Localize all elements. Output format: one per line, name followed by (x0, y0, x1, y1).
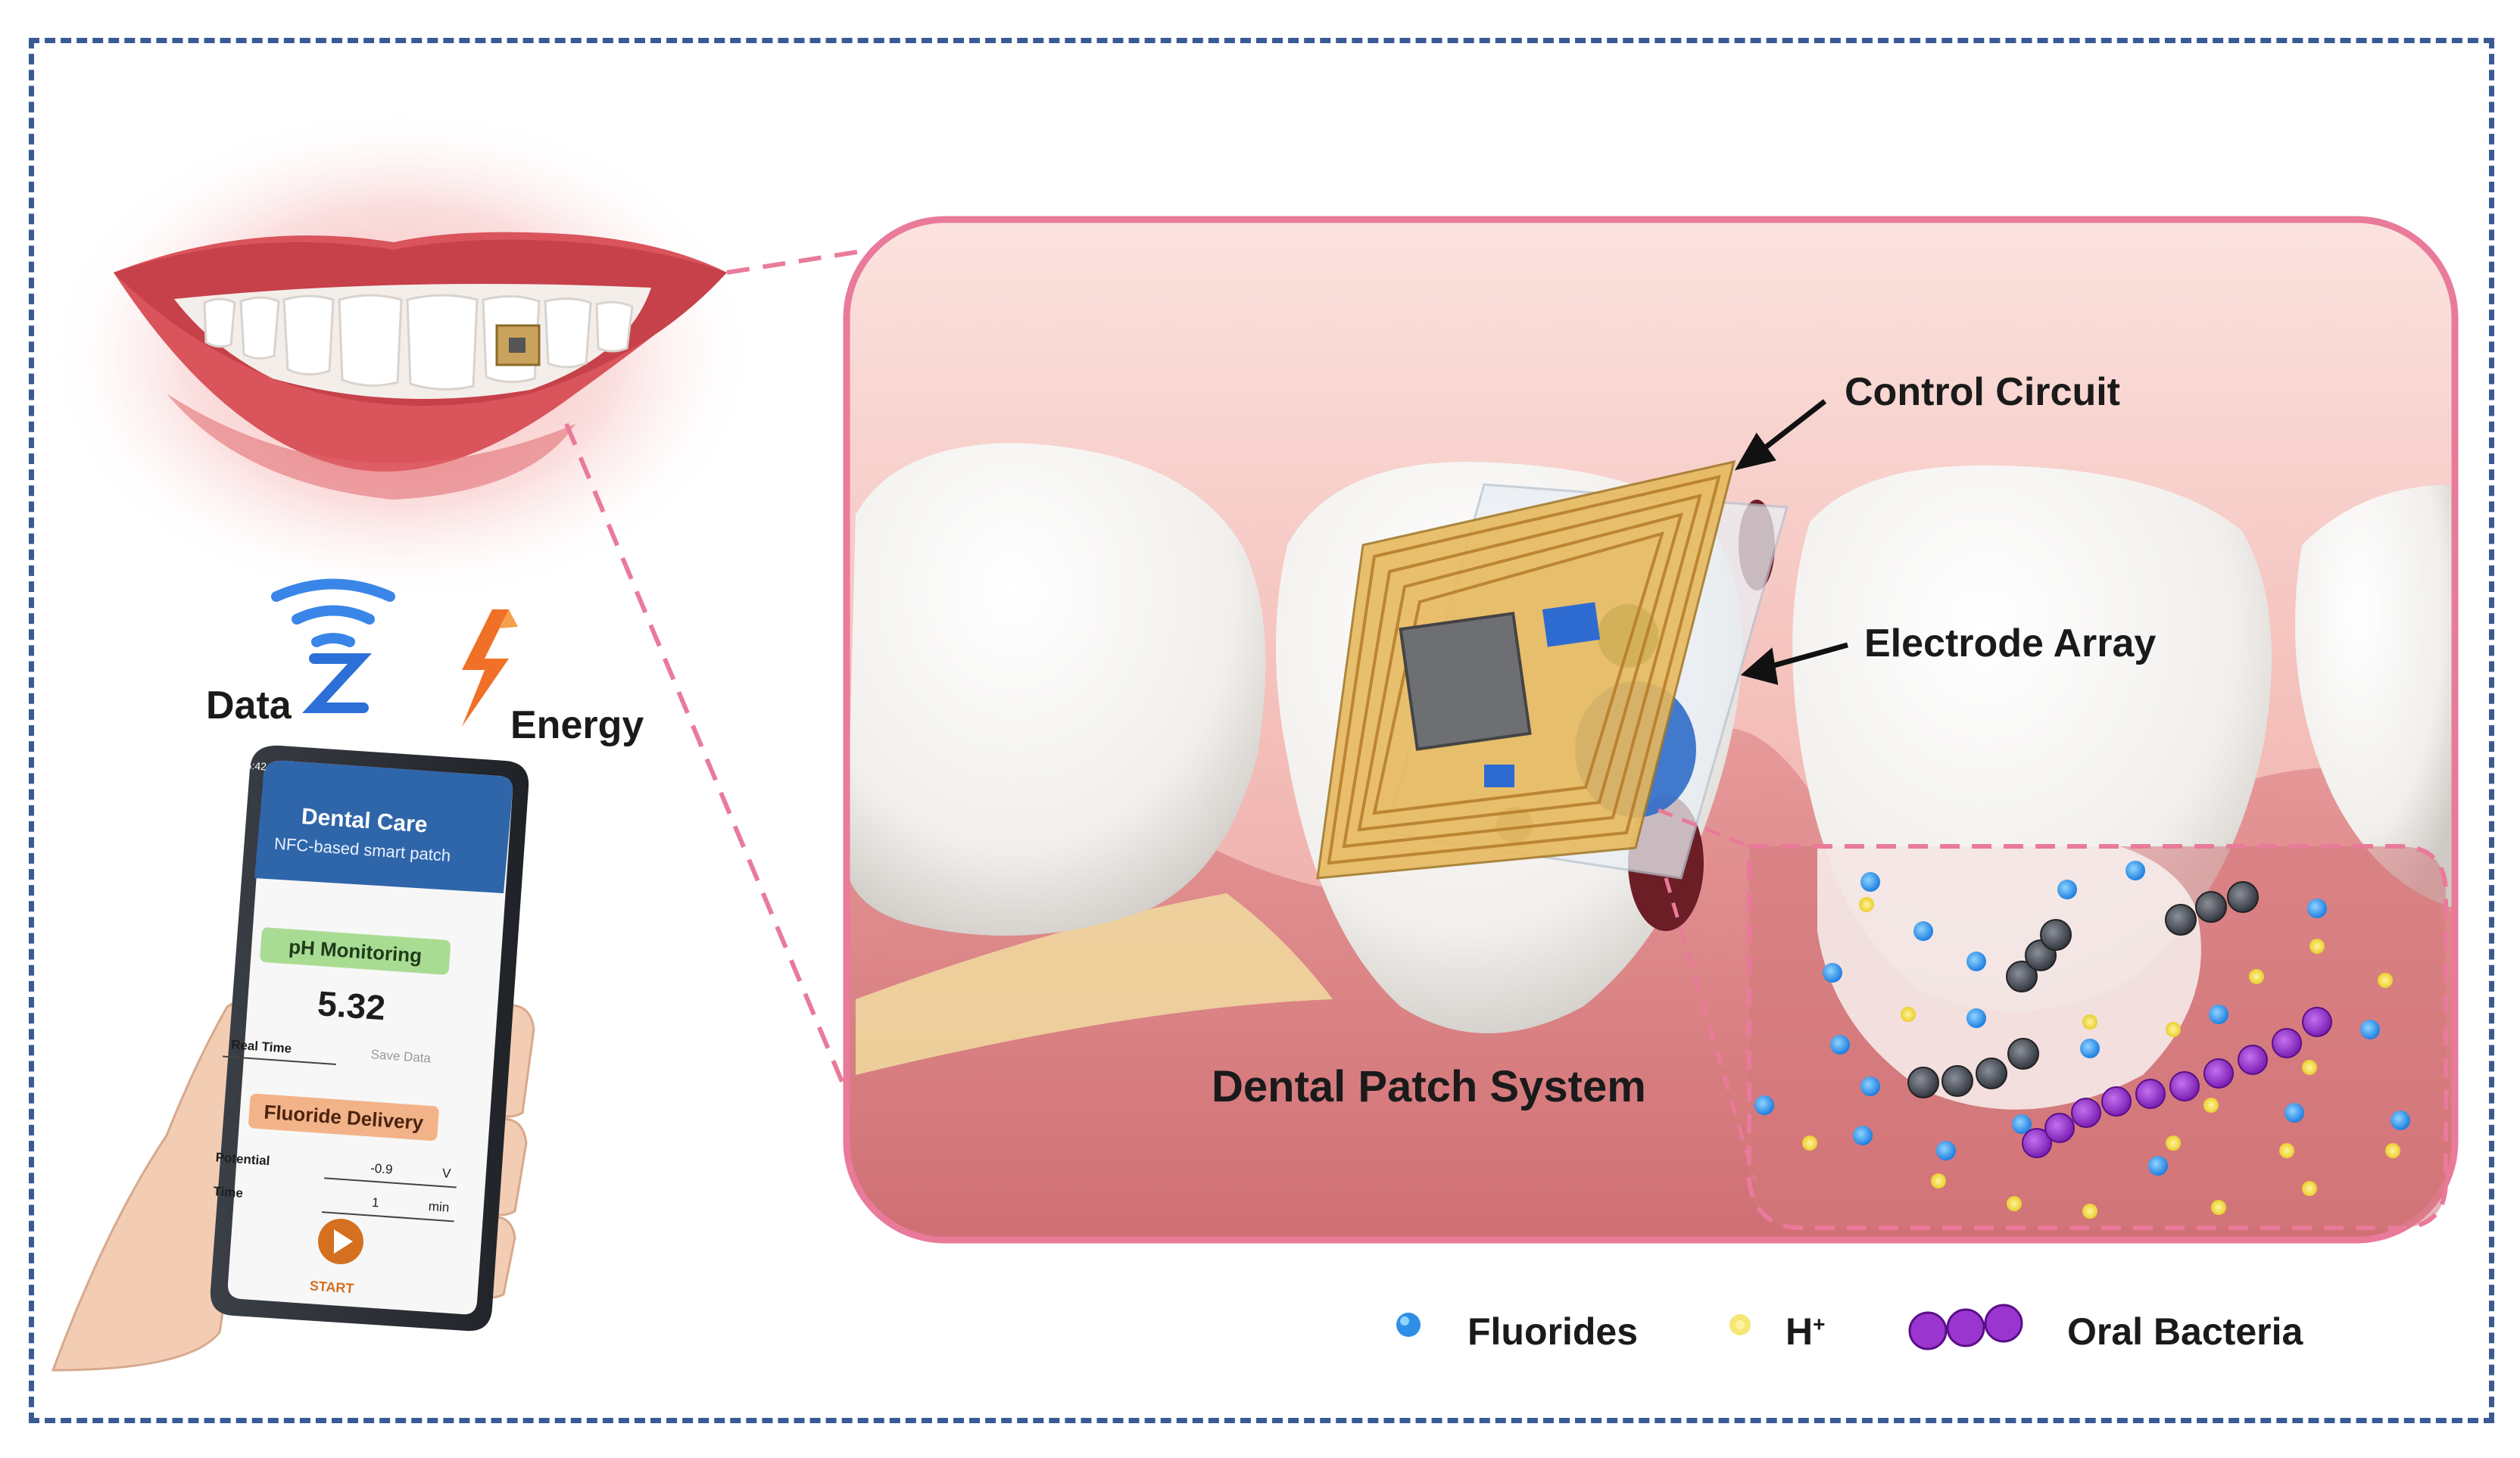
status-time: 15:42 (239, 759, 267, 773)
play-icon (334, 1229, 353, 1254)
control-circuit-film (1316, 460, 1736, 880)
arrow-icon (1734, 399, 1848, 685)
fluoride-legend-icon (1396, 1313, 1421, 1337)
start-button-label[interactable]: START (309, 1278, 355, 1297)
smartphone (210, 745, 529, 1332)
fluoride-delivery-button[interactable]: Fluoride Delivery (248, 1093, 440, 1142)
real-time-tab[interactable]: Real Time (230, 1037, 292, 1056)
microchip (1399, 612, 1532, 751)
oral-bacteria-legend-label: Oral Bacteria (2067, 1310, 2303, 1353)
h-plus-legend-label: H+ (1786, 1310, 1825, 1354)
h-plus-text: H (1786, 1310, 1814, 1353)
fluorides-legend-label: Fluorides (1467, 1310, 1639, 1353)
potential-field-line (324, 1177, 457, 1189)
energy-label: Energy (510, 703, 644, 747)
time-unit: min (428, 1198, 450, 1215)
ph-monitoring-button[interactable]: pH Monitoring (259, 927, 451, 976)
connector-lines (564, 248, 872, 1107)
dashed-frame (29, 38, 2494, 1423)
oral-bacteria-legend-icon (1908, 1304, 2023, 1351)
potential-value[interactable]: -0.9 (370, 1160, 394, 1177)
electrode-array-label: Electrode Array (1864, 622, 2157, 665)
data-label: Data (206, 684, 292, 727)
lightning-icon (462, 609, 518, 727)
time-value[interactable]: 1 (371, 1195, 380, 1210)
app-header: Dental Care NFC-based smart patch (211, 778, 514, 920)
tab-underline (223, 1055, 336, 1065)
h-plus-legend-icon (1729, 1314, 1751, 1335)
dental-patch-system-label: Dental Patch System (1212, 1062, 1646, 1111)
dental-care-app: 15:42 Dental Care NFC-based smart patch … (183, 748, 516, 1319)
save-data-tab[interactable]: Save Data (370, 1047, 432, 1066)
control-circuit-label: Control Circuit (1845, 370, 2120, 414)
h-plus-superscript: + (1813, 1312, 1826, 1336)
potential-unit: V (441, 1166, 452, 1181)
time-label: Time (212, 1184, 244, 1201)
potential-label: Potential (215, 1150, 271, 1169)
smart-patch (1316, 460, 1789, 880)
zoom-inset (1658, 808, 2448, 1230)
smiling-mouth (114, 232, 727, 500)
ph-value: 5.32 (316, 983, 387, 1028)
wifi-icon (271, 578, 395, 713)
